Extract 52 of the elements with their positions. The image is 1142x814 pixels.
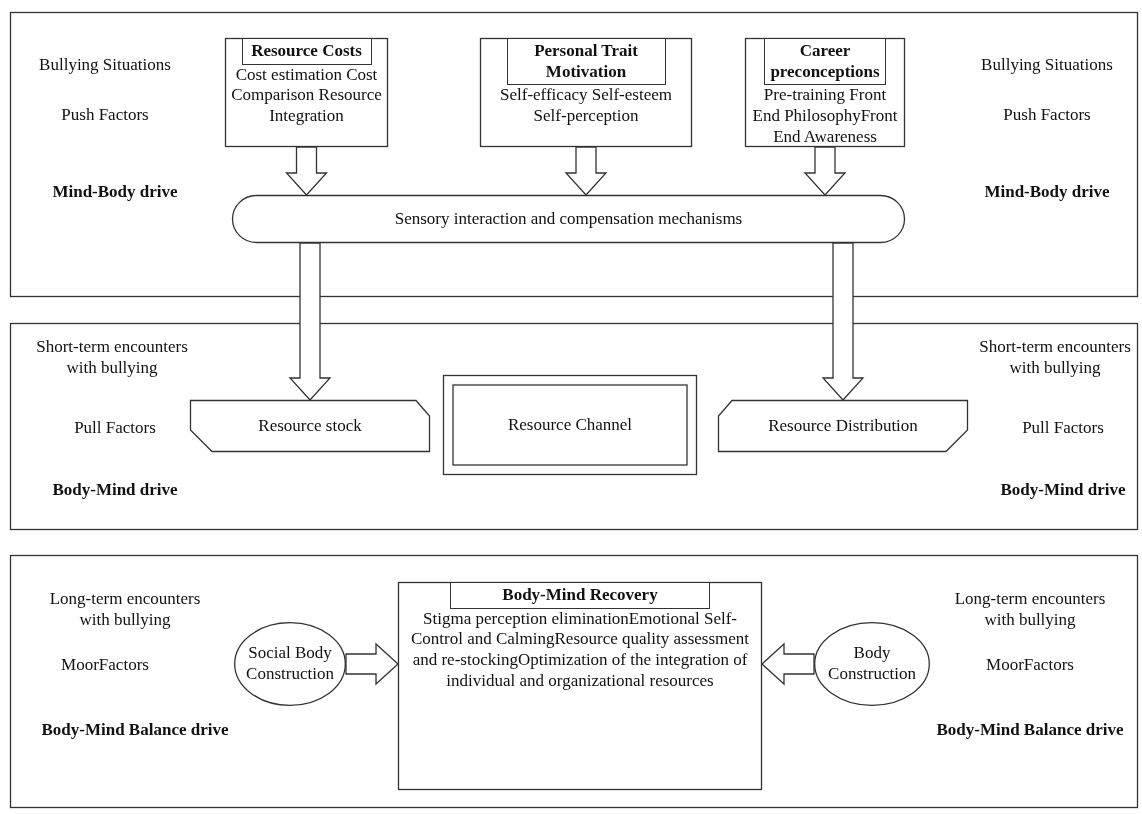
side-label: Bullying Situations [39,54,171,76]
drive-label: Mind-Body drive [52,181,178,203]
node-label: Resource stock [257,415,363,437]
block-arrow [285,146,328,196]
body-text: Stigma perception eliminationEmotional Self-Control and CalmingResource quality assessment and re-stockingOptimization of the integration of individual and organizational resources [409,608,751,692]
drive-label: Body-Mind Balance drive [936,719,1124,741]
side-label: Long-term encounters with bullying [953,589,1107,631]
block-arrow [564,146,608,196]
body-text: Cost estimation Cost Comparison Resource Integration [230,64,383,127]
body-text: Pre-training Front End PhilosophyFront End Awareness [751,85,899,148]
construction-ellipse [814,622,930,706]
heading: Body-Mind Recovery [450,582,710,609]
block-arrow [803,146,847,196]
node-label: Resource Channel [506,414,634,436]
recovery-box [398,582,762,790]
resource-shape [190,400,430,452]
node-label: Body Construction [827,643,917,685]
panel [10,323,1138,530]
side-label: Pull Factors [74,417,156,439]
drive-label: Body-Mind drive [52,479,178,501]
channel-box [443,375,697,475]
node-label: Social Body Construction [245,643,335,685]
block-arrow [288,242,332,401]
body-text: Self-efficacy Self-esteem Self-perception [499,85,673,127]
factor-box [225,38,388,147]
side-label: Bullying Situations [981,54,1113,76]
side-label: Short-term encounters with bullying [978,337,1132,379]
factor-box [745,38,905,147]
node-label: Sensory interaction and compensation mechanisms [393,208,744,230]
resource-shape [718,400,968,452]
heading: Resource Costs [241,38,372,65]
side-label: MoorFactors [61,654,149,676]
block-arrow [761,642,815,686]
factor-box [480,38,692,147]
node-label: Resource Distribution [767,415,919,437]
block-arrow [821,242,865,401]
drive-label: Body-Mind drive [1000,479,1126,501]
side-label: Long-term encounters with bullying [48,589,202,631]
side-label: Push Factors [1003,104,1091,126]
panel [10,555,1138,808]
process-pill [232,195,905,243]
side-label: Short-term encounters with bullying [35,337,189,379]
block-arrow [345,642,399,686]
side-label: MoorFactors [986,654,1074,676]
drive-label: Body-Mind Balance drive [41,719,229,741]
panel [10,12,1138,297]
side-label: Pull Factors [1022,417,1104,439]
drive-label: Mind-Body drive [984,181,1110,203]
side-label: Push Factors [61,104,149,126]
heading: Personal Trait Motivation [506,38,666,86]
construction-ellipse [234,622,346,706]
heading: Career preconceptions [764,38,886,86]
